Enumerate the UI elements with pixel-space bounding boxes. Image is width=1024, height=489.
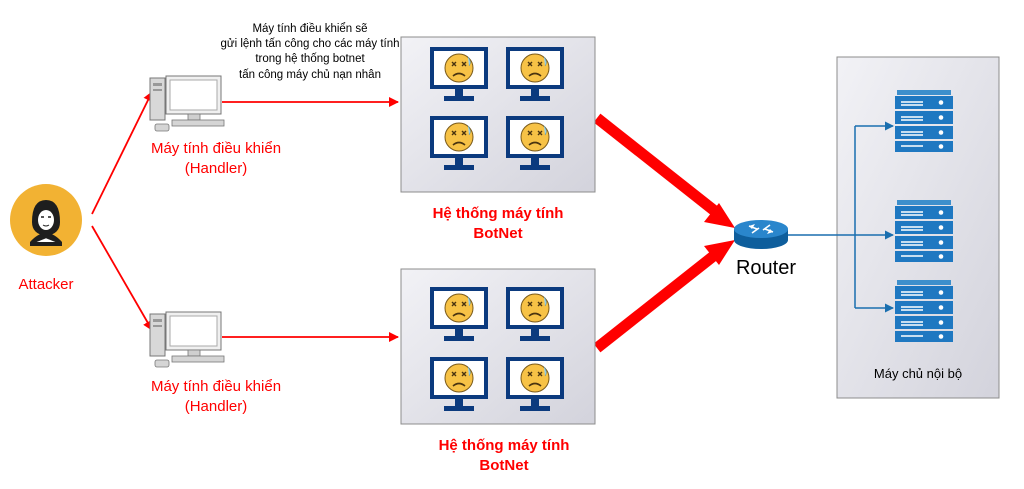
botnet-label-line2: BotNet <box>479 456 529 474</box>
attacker-icon <box>10 184 82 256</box>
annotation-line: tấn công máy chủ nạn nhân <box>239 68 381 81</box>
botnet-label: Hệ thống máy tính BotNet <box>398 204 598 243</box>
server-rack-icon <box>894 89 954 153</box>
handler-label: Máy tính điều khiển (Handler) <box>128 139 304 178</box>
botnet-top-to-router-arrowhead <box>704 203 735 228</box>
handler-label-line2: (Handler) <box>184 159 248 177</box>
annotation-line: trong hệ thống botnet <box>255 53 365 66</box>
botnet-label-line1: Hệ thống máy tính <box>432 205 564 222</box>
botnet-box <box>400 268 596 425</box>
botnet-label-line2: BotNet <box>473 224 523 242</box>
handler-label: Máy tính điều khiển (Handler) <box>128 377 304 416</box>
router-icon <box>734 220 788 249</box>
botnet-bottom-to-router-arrowhead <box>704 240 735 265</box>
annotation-line: gửi lệnh tấn công cho các máy tính <box>220 38 400 51</box>
botnet-label: Hệ thống máy tính BotNet <box>404 436 604 475</box>
botnet-top-to-router-arrow <box>593 113 720 217</box>
handler-label-line1: Máy tính điều khiển <box>150 140 282 157</box>
botnet-label-line1: Hệ thống máy tính <box>438 437 570 454</box>
server-rack-icon <box>894 199 954 263</box>
server-rack-icon <box>894 279 954 343</box>
botnet-bottom-to-router-arrow <box>593 249 720 353</box>
handler-label-line1: Máy tính điều khiển <box>150 378 282 395</box>
handler-computer-icon <box>149 75 225 132</box>
attacker-label: Attacker <box>18 276 74 293</box>
router-label: Router <box>735 257 797 279</box>
botnet-box <box>400 36 596 193</box>
handler-computer-icon <box>149 311 225 368</box>
handler-label-line2: (Handler) <box>184 397 248 415</box>
server-group-label: Máy chủ nội bộ <box>873 366 963 381</box>
router-to-servers-connector <box>787 126 856 308</box>
attacker-to-handler-bottom-arrow <box>91 225 153 331</box>
attack-command-annotation: Máy tính điều khiển sẽ gửi lệnh tấn công… <box>200 22 420 83</box>
attacker-to-handler-top-arrow <box>91 91 153 215</box>
annotation-line: Máy tính điều khiển sẽ <box>252 23 368 35</box>
